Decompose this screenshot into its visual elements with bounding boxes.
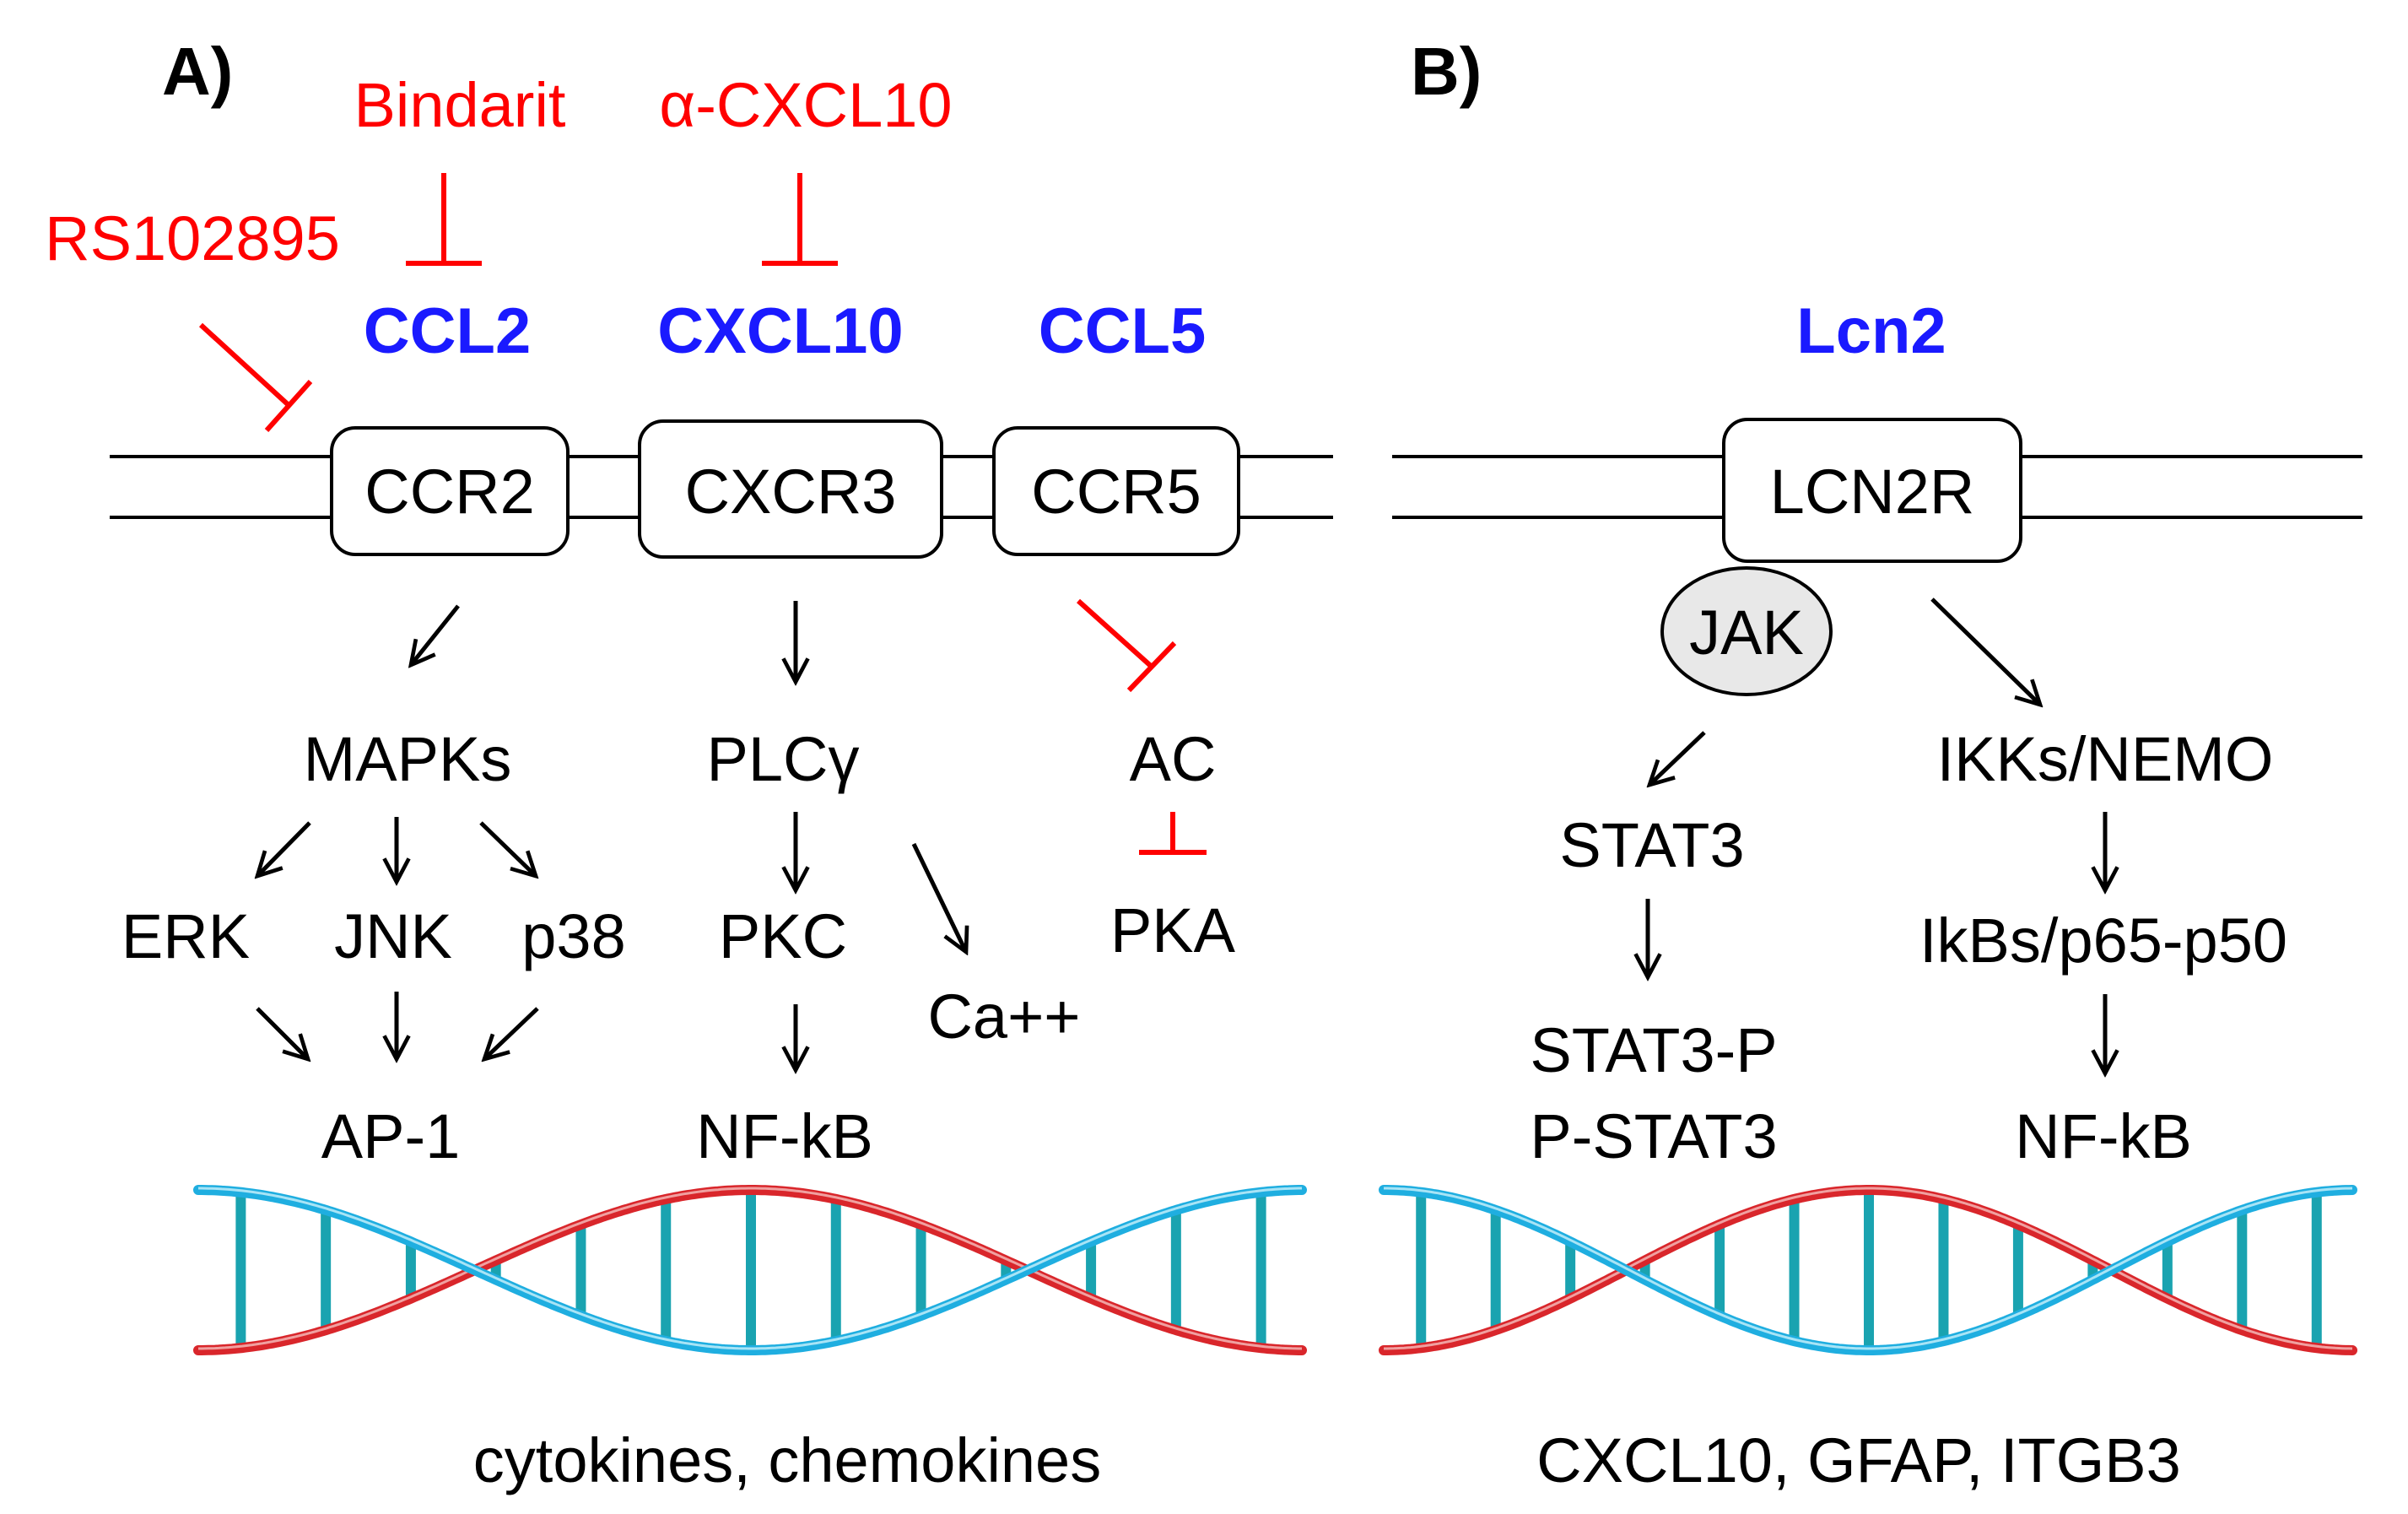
node-nfkb-a: NF-kB [696,1101,873,1171]
ligand-lcn2: Lcn2 [1796,295,1946,367]
node-ikks: IKKs/NEMO [1937,724,2274,794]
inhibition-ac-pka [1139,812,1207,855]
arrow-jak-stat3 [1649,731,1706,785]
node-jak-shape [1660,566,1833,696]
node-mapks: MAPKs [304,724,512,794]
node-jnk: JNK [334,901,452,971]
dna-strand-blue-highlight [198,1187,1302,1350]
node-ikbs: IkBs/p65-p50 [1919,906,2287,976]
arrow-p38-ap1 [484,1007,539,1059]
inhibition-anti-cxcl10 [762,173,838,266]
output-a: cytokines, chemokines [473,1425,1101,1495]
node-plcg: PLCγ [707,724,860,794]
dna-strand-red-highlight [198,1187,1302,1350]
node-ac: AC [1130,724,1217,794]
dna-helix-a [193,1185,1307,1355]
inhibitor-rs102895: RS102895 [45,203,340,273]
node-stat3: STAT3 [1559,810,1744,880]
node-jak: JAK [1689,597,1804,668]
node-ca: Ca++ [927,981,1080,1052]
inhibitor-bindarit: Bindarit [354,70,566,140]
panel-a-label: A) [162,34,233,109]
ligand-ccl5: CCL5 [1039,295,1206,367]
dna-strand-red [193,1185,1307,1355]
arrow-erk-ap1 [256,1007,308,1059]
receptor-cxcr3: CXCR3 [685,457,897,527]
receptor-lcn2r-box [1722,418,2022,563]
dna-helix-b [1379,1185,2357,1355]
dna-strand-blue [1379,1185,2357,1355]
arrow-mapks-erk [257,821,311,876]
receptor-cxcr3-box [638,419,943,559]
node-pka: PKA [1110,895,1236,965]
node-pstat3: P-STAT3 [1530,1101,1777,1171]
inhibitor-anti-cxcl10: α-CXCL10 [659,70,952,140]
dna-strand-blue [193,1185,1307,1355]
inhibition-bindarit-ccl2 [406,173,482,266]
node-nfkb-b: NF-kB [2015,1101,2192,1171]
dna-strand-red-highlight [1384,1187,2353,1350]
arrow-lcn2r-ikks [1930,597,2040,705]
node-p38: p38 [521,901,625,971]
output-b: CXCL10, GFAP, ITGB3 [1536,1425,2181,1495]
receptor-ccr5: CCR5 [1031,457,1201,527]
inhibition-ccr5-ac [1076,598,1177,693]
receptor-ccr2: CCR2 [364,457,534,527]
arrow-plcg-ca [911,842,966,952]
arrow-ccr2-mapks [411,604,460,665]
node-ap1: AP-1 [321,1101,461,1171]
receptor-ccr5-box [992,426,1240,556]
dna-strand-red [1379,1185,2357,1355]
arrow-mapks-p38 [479,821,536,876]
dna-strand-blue-highlight [1384,1187,2353,1350]
inhibition-rs102895-ccr2 [198,322,313,433]
panel-b-label: B) [1411,34,1482,109]
ligand-cxcl10: CXCL10 [657,295,903,367]
receptor-lcn2r: LCN2R [1770,457,1975,527]
ligand-ccl2: CCL2 [364,295,531,367]
node-stat3p: STAT3-P [1530,1015,1777,1085]
receptor-ccr2-box [330,426,570,556]
node-erk: ERK [121,901,250,971]
node-pkc: PKC [719,901,847,971]
